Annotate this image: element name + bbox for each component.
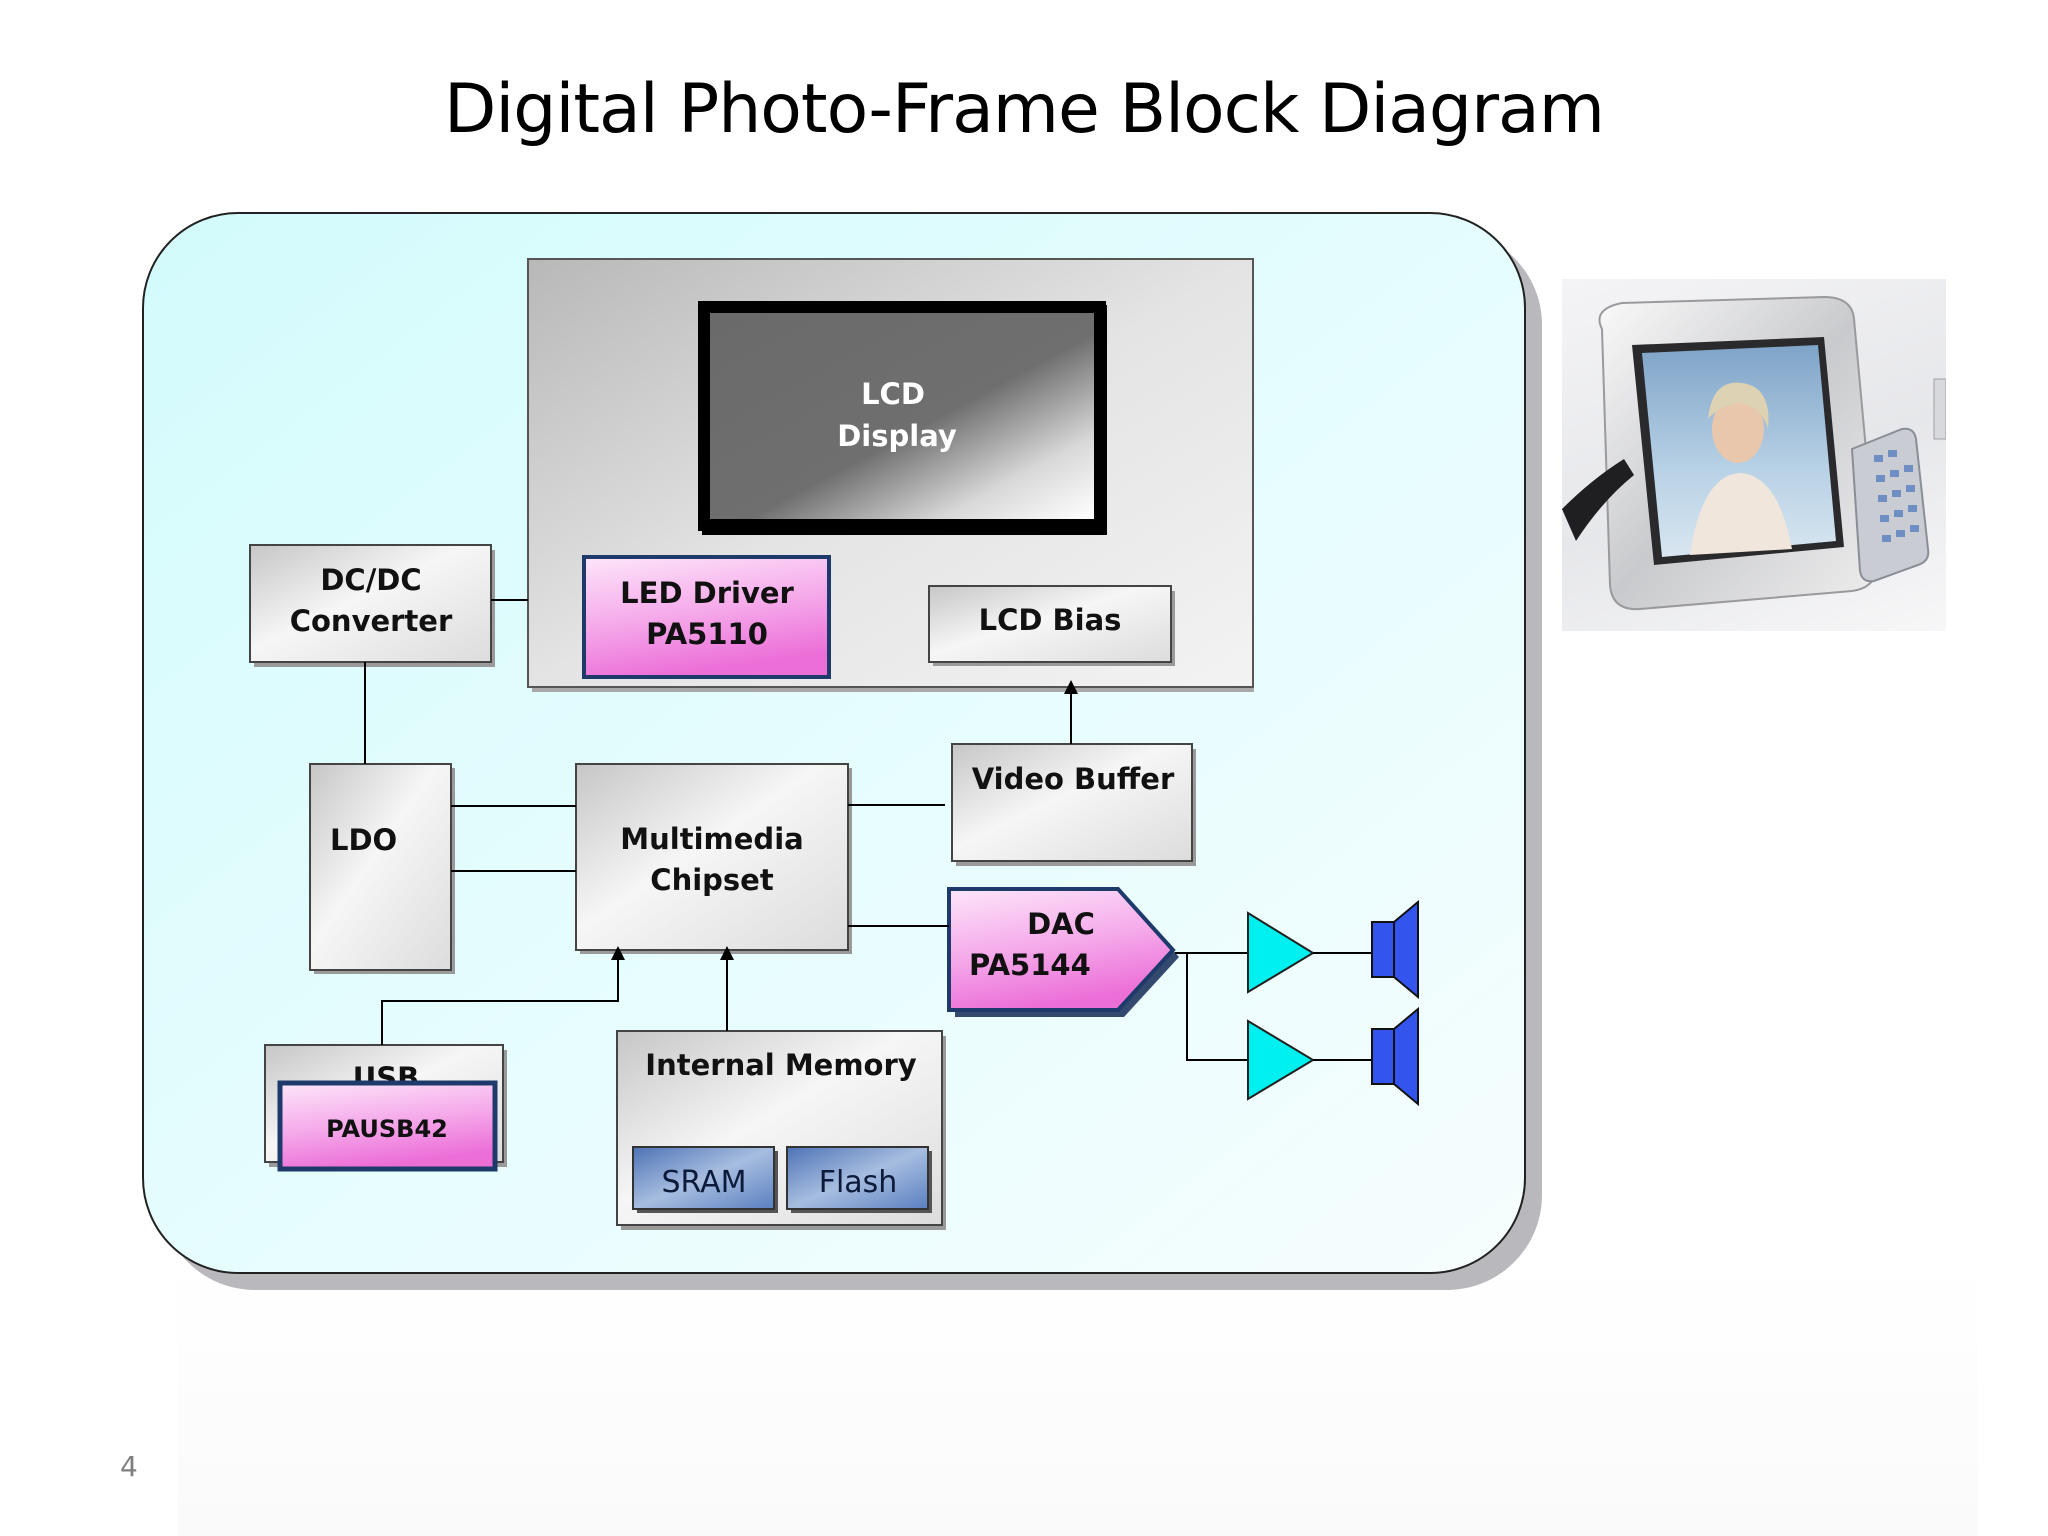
amplifier-1: [1247, 911, 1315, 994]
lcd-bias-label: LCD Bias: [979, 603, 1122, 637]
video-buffer-label: Video Buffer: [972, 762, 1175, 796]
lcd-display-label-2: Display: [837, 419, 957, 453]
dac-label-1: DAC: [1027, 907, 1095, 941]
dac-label-2: PA5144: [969, 948, 1091, 982]
dac-block: [947, 887, 1176, 1012]
led-driver-label-2: PA5110: [646, 617, 768, 651]
sram-chip: [632, 1146, 775, 1210]
sram-label: SRAM: [661, 1165, 746, 1200]
multimedia-label-1: Multimedia: [620, 822, 803, 856]
slide-title: Digital Photo-Frame Block Diagram: [444, 70, 1605, 149]
led-driver-label-1: LED Driver: [620, 576, 794, 610]
pausb42-block: [277, 1080, 498, 1172]
amplifier-2: [1247, 1019, 1315, 1101]
led-driver-block: [582, 555, 831, 679]
multimedia-label-2: Chipset: [650, 863, 774, 897]
lcd-display-label-1: LCD: [861, 377, 925, 411]
video-buffer-block: [951, 743, 1193, 862]
flash-label: Flash: [819, 1165, 898, 1200]
flash-chip: [786, 1146, 929, 1210]
memory-label: Internal Memory: [645, 1048, 916, 1082]
lcd-bias-block: [928, 585, 1172, 663]
speaker-icon-2: [1371, 1006, 1419, 1107]
dcdc-block: [249, 544, 492, 663]
speaker-icon-1: [1371, 899, 1419, 1000]
dcdc-label-1: DC/DC: [320, 563, 421, 597]
page-number: 4: [120, 1450, 138, 1483]
ldo-label: LDO: [330, 823, 397, 857]
lcd-display: [710, 313, 1094, 519]
dcdc-label-2: Converter: [290, 604, 453, 638]
multimedia-block: [575, 763, 849, 951]
wire-usb-chipset: [381, 946, 625, 1045]
pausb42-label: PAUSB42: [326, 1115, 448, 1143]
photo-frame-image: [1562, 279, 1946, 631]
ldo-block: [309, 763, 452, 971]
